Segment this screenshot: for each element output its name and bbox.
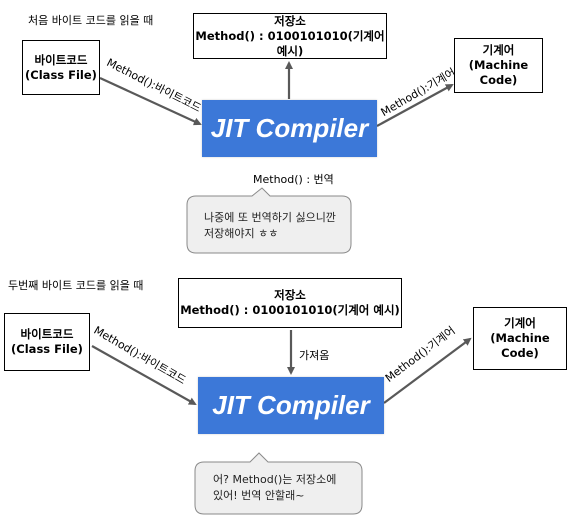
machine-label: 기계어: [504, 316, 536, 330]
machine-sublabel-2: Code): [479, 73, 518, 87]
storage-title: 저장소: [274, 288, 306, 302]
arrow-jit-to-machine-top: [376, 84, 454, 127]
bytecode-label: 바이트코드: [20, 327, 74, 341]
bytecode-sublabel: (Class File): [25, 67, 97, 82]
bytecode-box-top: 바이트코드 (Class File): [22, 40, 100, 95]
storage-content: Method() : 0100101010(기계어 예시): [180, 303, 400, 317]
storage-content: Method() : 0100101010(기계어 예시): [195, 28, 385, 58]
bubble-line-1: 어? Method()는 저장소에: [213, 473, 337, 486]
section-heading-top: 처음 바이트 코드를 읽을 때: [28, 14, 154, 27]
jit-compiler-box-bottom: JIT Compiler: [198, 377, 384, 434]
bubble-line-1: 나중에 또 번역하기 싫으니깐: [204, 211, 336, 224]
machine-code-box-bottom: 기계어 (Machine Code): [473, 307, 567, 370]
translate-label: Method() : 번역: [253, 173, 334, 186]
arrow-jit-to-machine-bottom: [383, 337, 472, 404]
section-heading-bottom: 두번째 바이트 코드를 읽을 때: [8, 279, 144, 292]
bubble-line-2: 있어! 번역 안할래~: [213, 489, 305, 502]
storage-box-top: 저장소 Method() : 0100101010(기계어 예시): [193, 13, 387, 59]
bytecode-box-bottom: 바이트코드 (Class File): [4, 313, 90, 371]
bytecode-label: 바이트코드: [34, 52, 88, 67]
bytecode-sublabel: (Class File): [11, 342, 83, 356]
fetch-label: 가져옴: [299, 349, 330, 362]
bubble-text-bottom: 어? Method()는 저장소에 있어! 번역 안할래~: [213, 472, 336, 504]
machine-label: 기계어: [482, 43, 515, 57]
speech-bubble-top: [186, 187, 352, 254]
machine-sublabel-1: (Machine: [468, 58, 529, 72]
storage-box-bottom: 저장소 Method() : 0100101010(기계어 예시): [178, 278, 402, 328]
machine-sublabel-1: (Machine: [490, 331, 550, 345]
machine-sublabel-2: Code): [501, 346, 539, 360]
arrow-bytecode-to-jit-top: [99, 77, 202, 126]
jit-compiler-box-top: JIT Compiler: [202, 100, 377, 157]
storage-title: 저장소: [274, 13, 306, 28]
bubble-line-2: 저장해야지 ㅎㅎ: [204, 227, 279, 240]
arrow-bytecode-to-jit-bottom: [91, 345, 197, 405]
machine-code-box-top: 기계어 (Machine Code): [454, 38, 543, 93]
speech-bubble-bottom: [194, 452, 363, 515]
bubble-text-top: 나중에 또 번역하기 싫으니깐 저장해야지 ㅎㅎ: [204, 210, 336, 242]
